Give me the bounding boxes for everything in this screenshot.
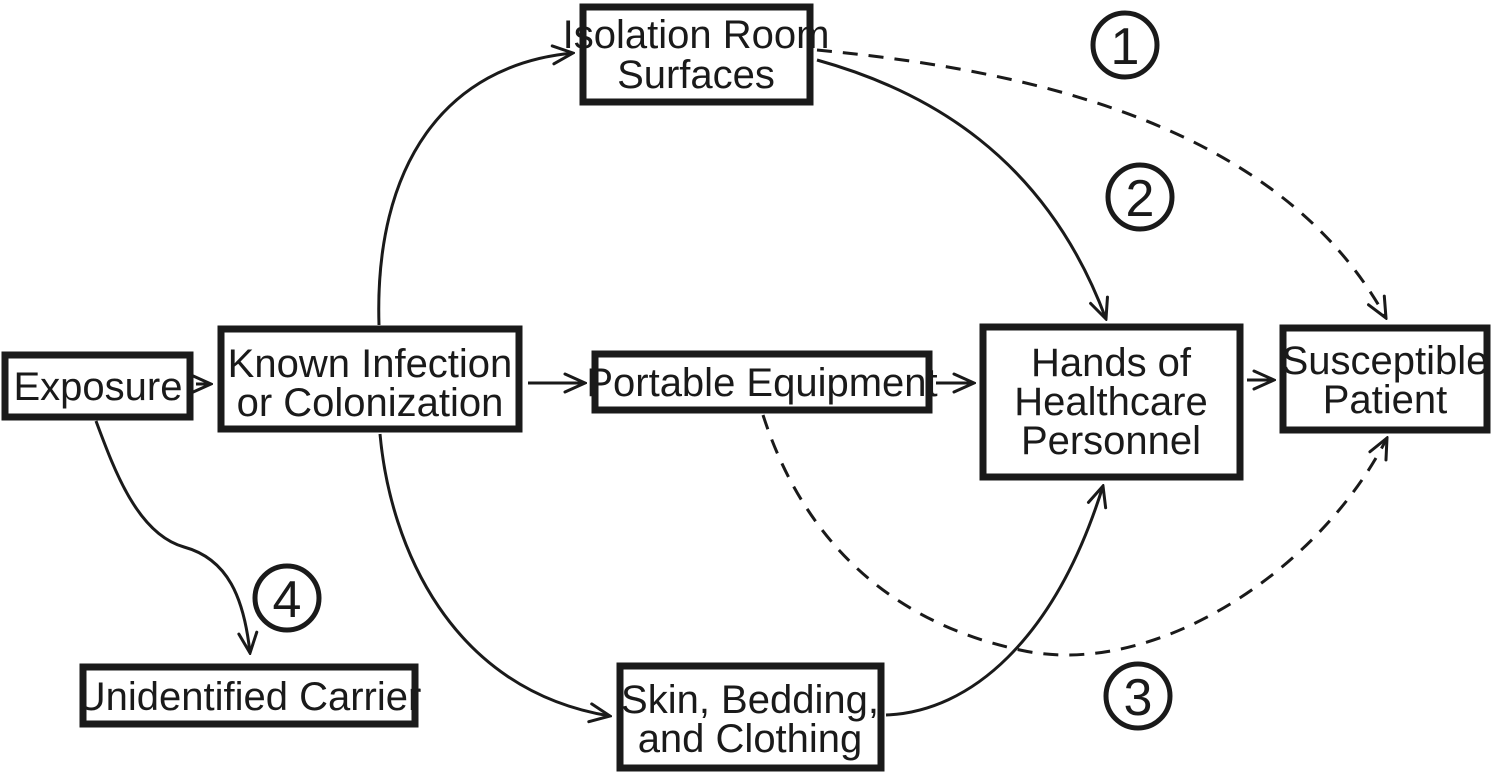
node-skin-bedding-label-line2: and Clothing <box>638 717 863 761</box>
edge-isolation-room-to-susceptible-patient-dashed <box>816 48 1386 318</box>
node-hands-label-line2: Healthcare <box>1014 380 1207 424</box>
edge-label-1-circle <box>1090 10 1160 80</box>
node-unidentified-carrier-box <box>79 663 419 728</box>
edge-isolation-room-to-hands <box>816 58 1106 319</box>
edge-portable-equipment-to-susceptible-patient-dashed <box>761 414 1387 657</box>
edges <box>94 48 1387 717</box>
edge-label-2: 2 <box>1105 162 1175 232</box>
node-isolation-room: Isolation Room Surfaces <box>563 3 830 106</box>
node-susceptible-patient-label-line2: Patient <box>1323 378 1448 422</box>
node-exposure-box <box>1 351 194 421</box>
edge-label-3-text: 3 <box>1124 669 1153 727</box>
node-skin-bedding: Skin, Bedding, and Clothing <box>616 662 885 772</box>
edge-known-infection-to-skin-bedding <box>378 433 610 716</box>
edge-label-3: 3 <box>1103 661 1173 731</box>
edge-label-1: 1 <box>1090 10 1160 80</box>
edge-label-4: 4 <box>252 563 322 633</box>
node-hands-label-line3: Personnel <box>1021 419 1201 463</box>
edge-known-infection-to-isolation-room <box>377 53 573 326</box>
node-hands-label-line1: Hands of <box>1031 341 1192 385</box>
nodes: Exposure Known Infection or Colonization… <box>1 3 1491 772</box>
node-isolation-room-box <box>579 3 814 106</box>
node-unidentified-carrier-label: Unidentified Carrier <box>77 675 422 719</box>
node-portable-equipment-box <box>591 350 933 414</box>
node-isolation-room-label-line2: Surfaces <box>617 53 775 97</box>
node-skin-bedding-box <box>616 662 885 772</box>
node-known-infection-box <box>217 325 523 433</box>
edge-label-4-circle <box>252 563 322 633</box>
node-skin-bedding-label-line1: Skin, Bedding, <box>621 678 879 722</box>
node-exposure-label: Exposure <box>14 365 183 409</box>
edge-label-2-circle <box>1105 162 1175 232</box>
node-susceptible-patient-box <box>1279 324 1491 434</box>
node-known-infection-label-line2: or Colonization <box>237 381 504 425</box>
node-isolation-room-label-line1: Isolation Room <box>563 13 830 57</box>
edge-number-labels: 1 2 3 4 <box>252 10 1175 731</box>
node-portable-equipment: Portable Equipment <box>586 350 938 414</box>
edge-label-2-text: 2 <box>1126 170 1155 228</box>
edge-skin-bedding-to-hands <box>885 486 1103 717</box>
node-susceptible-patient: Susceptible Patient <box>1279 324 1491 434</box>
node-unidentified-carrier: Unidentified Carrier <box>77 663 422 728</box>
node-hands-box <box>979 323 1244 481</box>
node-hands: Hands of Healthcare Personnel <box>979 323 1244 481</box>
node-susceptible-patient-label-line1: Susceptible <box>1282 339 1489 383</box>
node-exposure: Exposure <box>1 351 194 421</box>
edge-exposure-to-unidentified-carrier <box>94 420 250 653</box>
edge-label-3-circle <box>1103 661 1173 731</box>
node-known-infection: Known Infection or Colonization <box>217 325 523 433</box>
edge-label-1-text: 1 <box>1111 18 1140 76</box>
node-portable-equipment-label: Portable Equipment <box>586 361 937 405</box>
edge-label-4-text: 4 <box>273 571 302 629</box>
node-known-infection-label-line1: Known Infection <box>228 342 513 386</box>
